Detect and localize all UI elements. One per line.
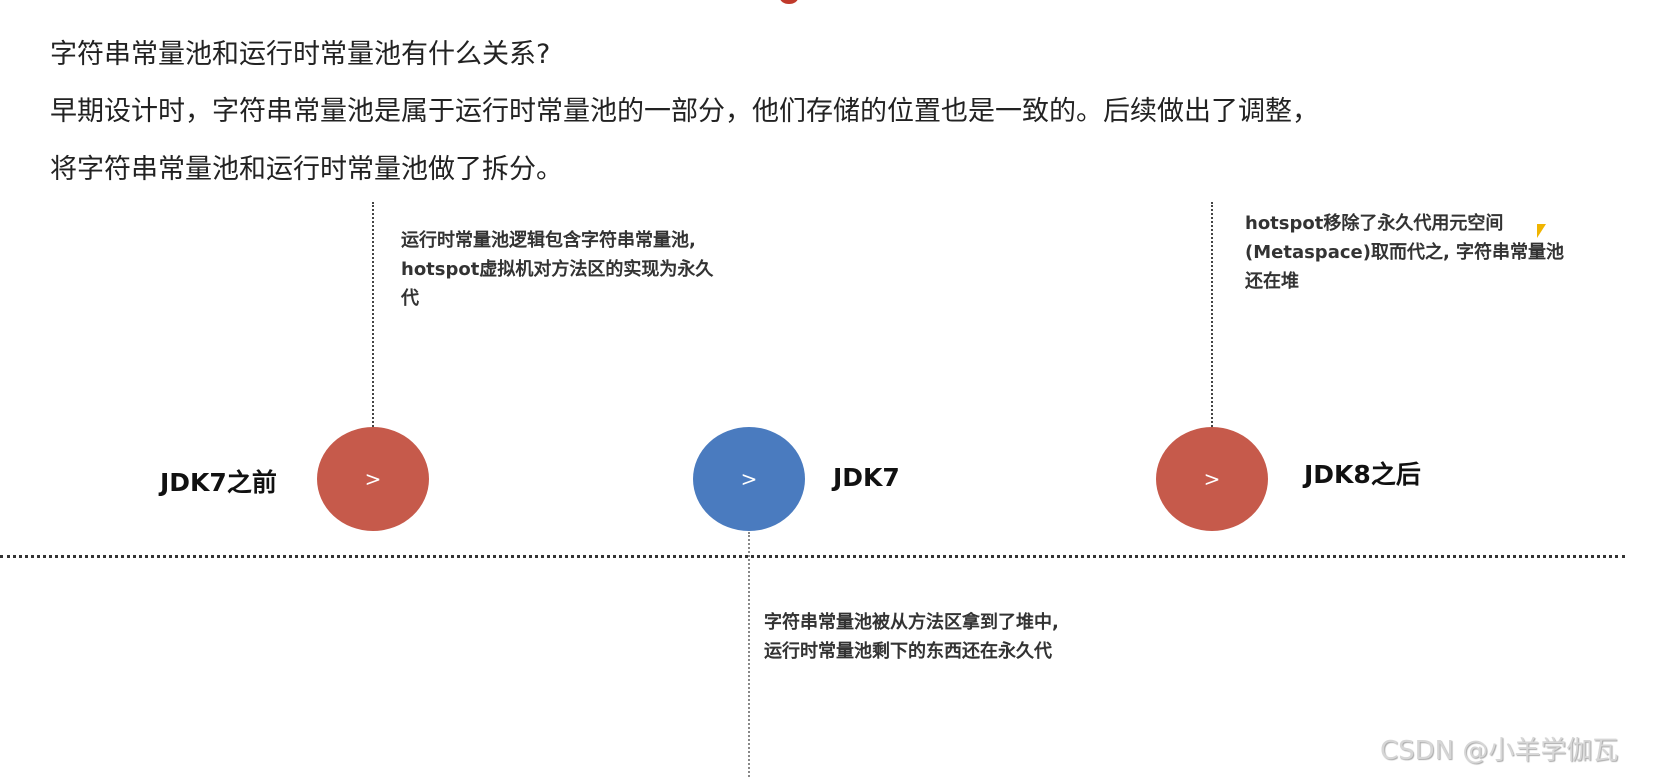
note-jdk7-before: 运行时常量池逻辑包含字符串常量池, hotspot虚拟机对方法区的实现为永久 代	[401, 226, 713, 313]
connector-jdk7-before	[372, 202, 374, 442]
watermark: CSDN @小羊学伽瓦	[1380, 736, 1619, 766]
note-jdk8-after: hotspot移除了永久代用元空间 (Metaspace)取而代之, 字符串常量…	[1245, 209, 1564, 296]
timeline-axis	[0, 555, 1625, 558]
note-line: hotspot虚拟机对方法区的实现为永久	[401, 259, 714, 280]
milestone-jdk7[interactable]: >	[693, 427, 805, 531]
note-line: 还在堆	[1245, 271, 1299, 292]
note-line: 运行时常量池剩下的东西还在永久代	[764, 641, 1052, 662]
milestone-jdk7-before[interactable]: >	[317, 427, 429, 531]
answer-line-2: 将字符串常量池和运行时常量池做了拆分。	[50, 154, 563, 185]
note-jdk7: 字符串常量池被从方法区拿到了堆中, 运行时常量池剩下的东西还在永久代	[764, 608, 1059, 666]
note-line: 字符串常量池被从方法区拿到了堆中,	[764, 612, 1059, 633]
answer-line-1: 早期设计时，字符串常量池是属于运行时常量池的一部分，他们存储的位置也是一致的。后…	[50, 96, 1319, 127]
question-heading: 字符串常量池和运行时常量池有什么关系?	[50, 39, 551, 70]
note-line: 运行时常量池逻辑包含字符串常量池,	[401, 230, 696, 251]
note-line: hotspot移除了永久代用元空间	[1245, 213, 1504, 234]
connector-jdk8-after	[1211, 202, 1213, 442]
mouse-cursor-icon	[1537, 224, 1546, 238]
chevron-right-icon: >	[1203, 467, 1221, 491]
label-jdk8-after: JDK8之后	[1304, 460, 1421, 489]
chevron-right-icon: >	[740, 467, 758, 491]
label-jdk7: JDK7	[833, 463, 900, 492]
connector-jdk7	[748, 532, 750, 777]
top-red-mark	[780, 0, 798, 4]
chevron-right-icon: >	[364, 467, 382, 491]
label-jdk7-before: JDK7之前	[160, 468, 277, 497]
note-line: (Metaspace)取而代之, 字符串常量池	[1245, 242, 1565, 263]
note-line: 代	[401, 288, 419, 309]
milestone-jdk8-after[interactable]: >	[1156, 427, 1268, 531]
